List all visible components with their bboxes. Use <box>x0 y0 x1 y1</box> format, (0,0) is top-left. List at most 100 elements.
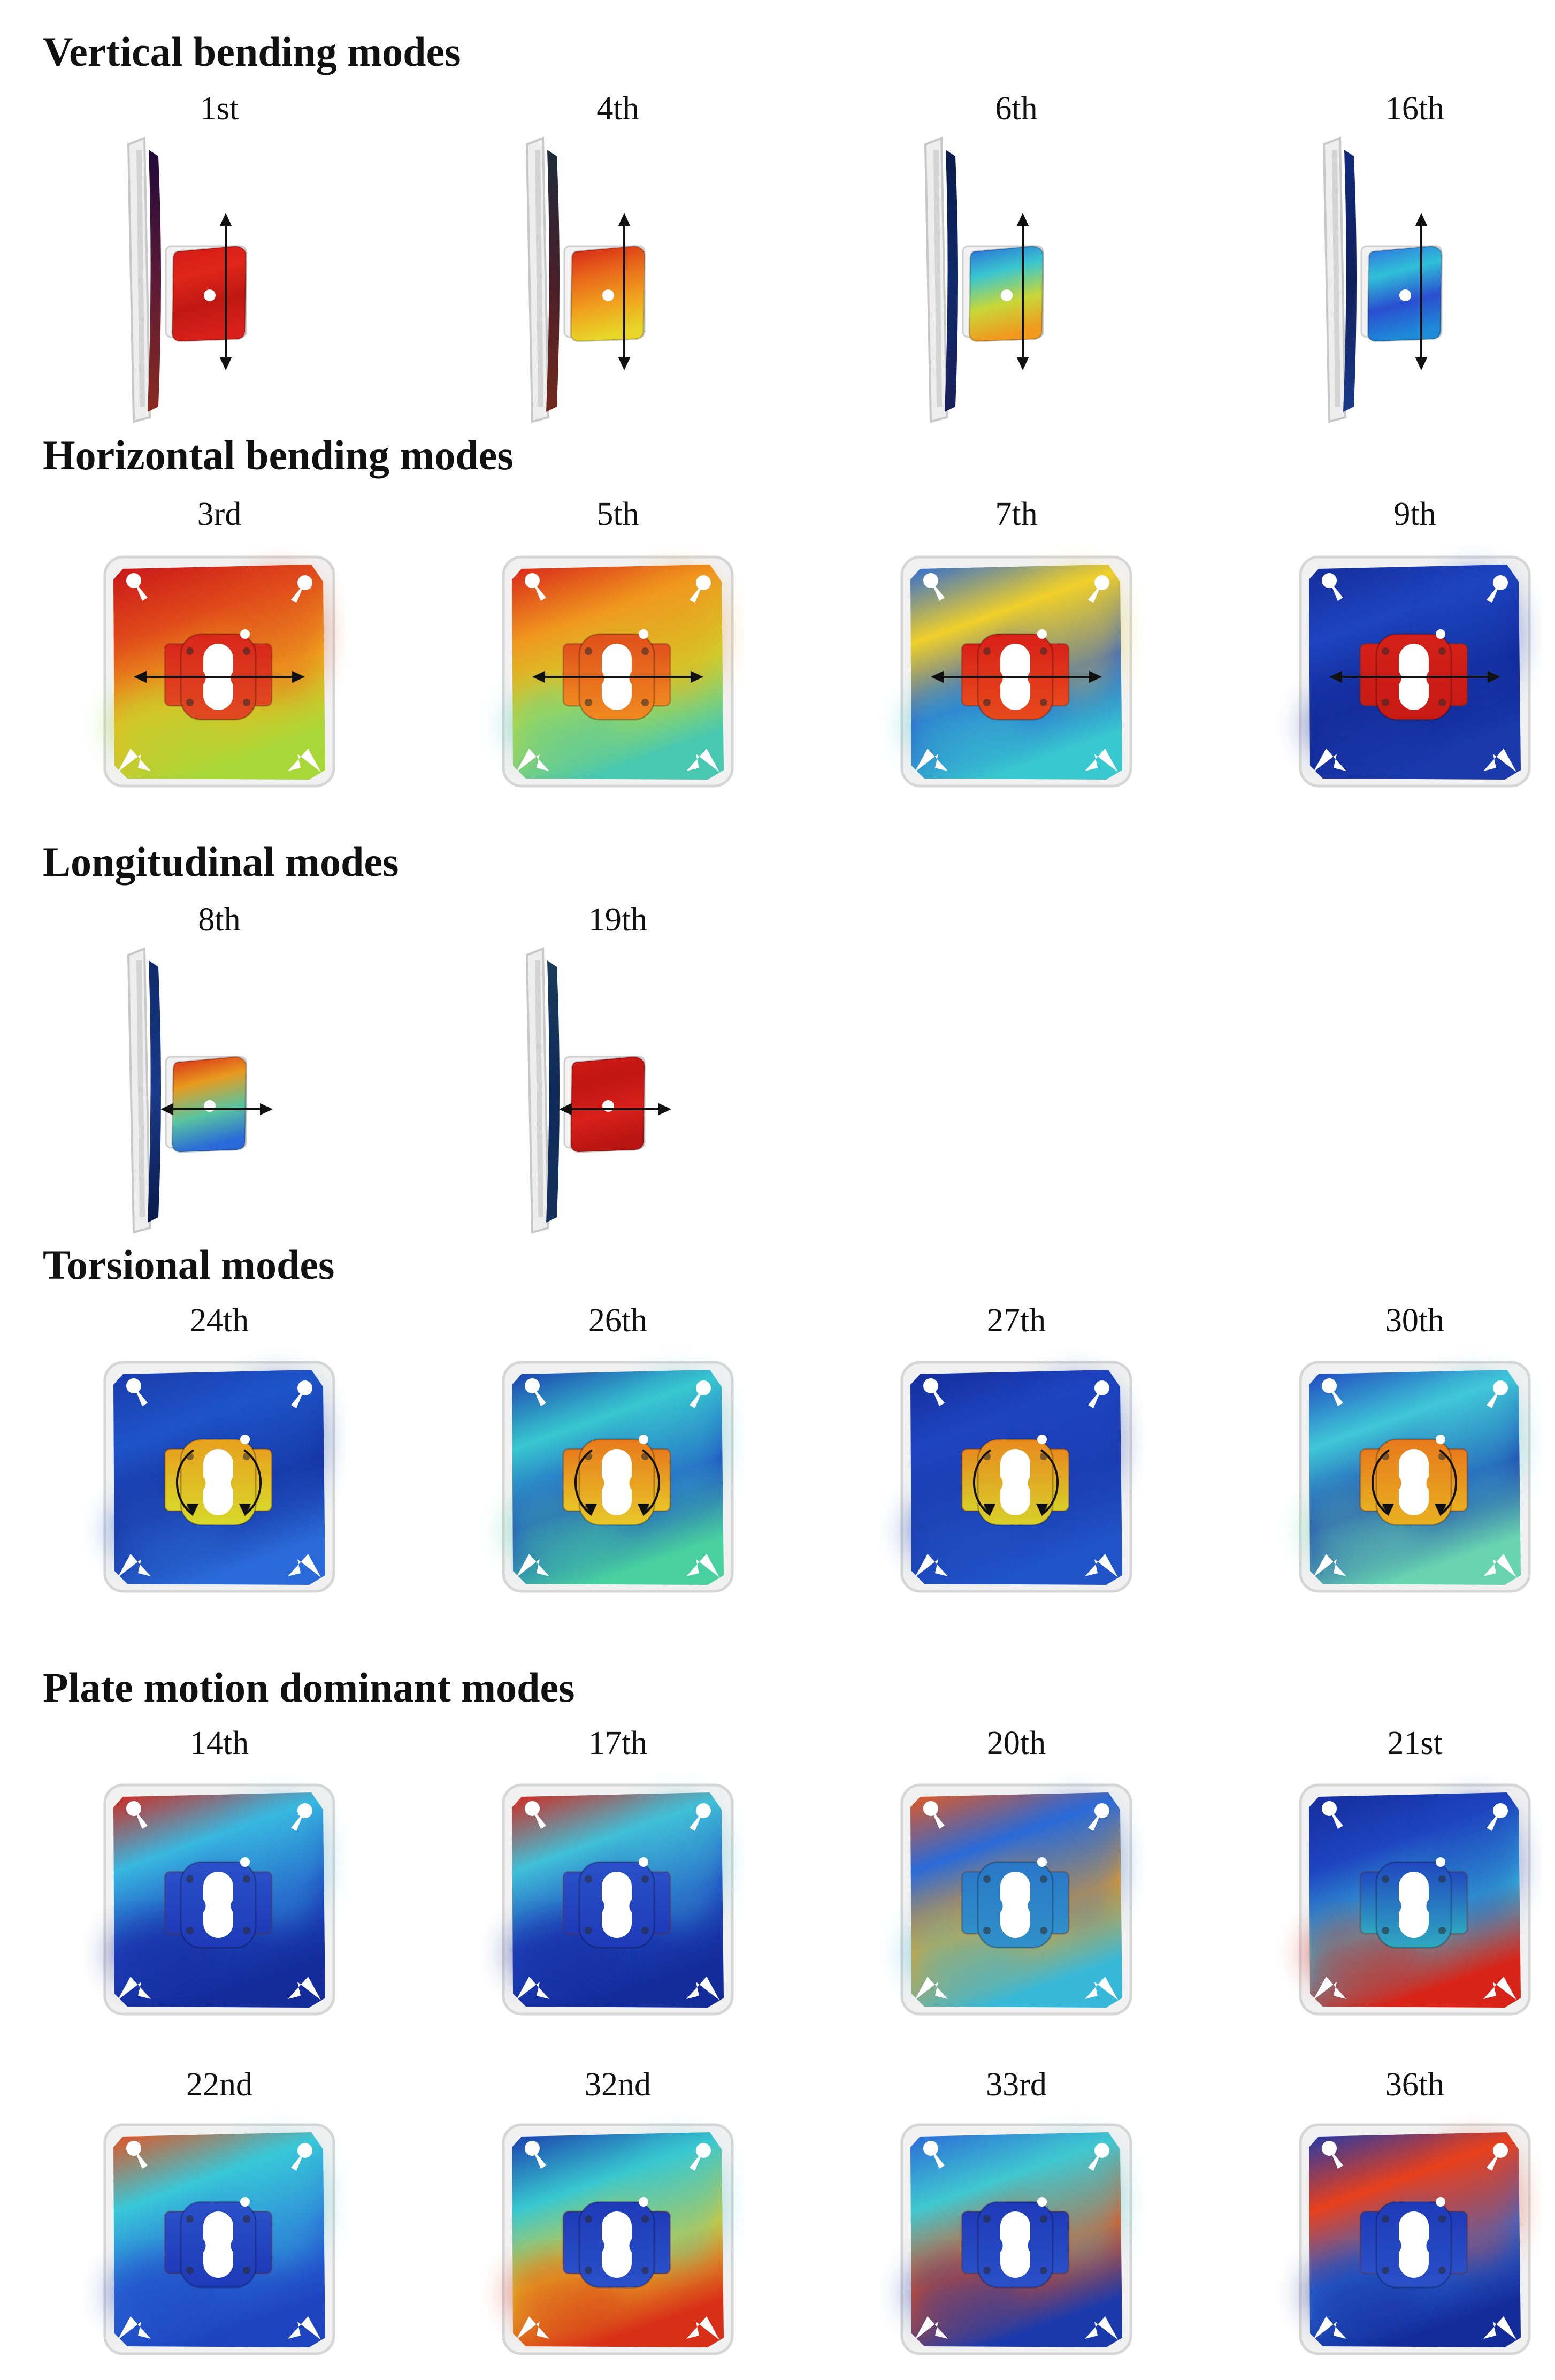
keyhole-opening <box>203 1449 233 1515</box>
mode-shape-panel <box>899 1359 1134 1595</box>
mode-shape-panel <box>856 128 1113 428</box>
bolt-hole <box>243 1927 250 1934</box>
bolt-hole <box>1438 1875 1446 1883</box>
corner-support-icon <box>686 1977 719 2000</box>
arrowhead-left-icon <box>532 670 545 683</box>
corner-support-icon <box>1085 749 1118 772</box>
arrowhead-down-icon <box>1016 357 1029 370</box>
corner-support-icon <box>288 1554 321 1577</box>
bolt-hole <box>983 2267 991 2274</box>
bolt-hole <box>1040 699 1047 706</box>
plate-edge <box>136 149 145 407</box>
sensor-dot <box>1436 2197 1445 2207</box>
mode-label: 7th <box>995 496 1038 532</box>
arrowhead-down-icon <box>219 357 232 370</box>
sensor-dot <box>639 1435 648 1444</box>
mode-shape-panel <box>1297 1782 1533 2017</box>
mode-shape-front-view <box>900 1361 1132 1593</box>
mode-shape-side-view <box>525 947 671 1234</box>
corner-clamp-icon <box>1487 1811 1500 1831</box>
rotation-arrowhead-icon <box>1382 1504 1395 1516</box>
keyhole-opening <box>602 1449 632 1515</box>
mode-label: 19th <box>588 902 648 938</box>
sensor-dot <box>1436 1435 1445 1444</box>
corner-support-icon <box>1483 2316 1516 2340</box>
mode-shape-front-view <box>103 555 335 788</box>
corner-support-icon <box>118 1554 151 1577</box>
bolt-hole <box>1040 1927 1047 1934</box>
corner-clamp-icon <box>1329 1386 1343 1406</box>
sensor-dot <box>1001 289 1013 301</box>
bolt-hole <box>1382 1875 1389 1883</box>
mode-shape-panel <box>59 128 316 428</box>
mode-label: 26th <box>588 1302 648 1339</box>
sensor-dot <box>639 629 648 639</box>
corner-support-icon <box>1313 1554 1346 1577</box>
corner-clamp-icon <box>291 1388 305 1408</box>
plate-edge <box>136 960 145 1218</box>
bolt-hole <box>1382 699 1389 706</box>
mount-block <box>164 1861 273 1949</box>
bolt-hole <box>243 699 250 706</box>
arrowhead-right-icon <box>1488 670 1500 683</box>
corner-support-icon <box>1313 749 1346 772</box>
rotation-arrow-left <box>1371 1449 1390 1515</box>
mount-block <box>1359 1861 1468 1949</box>
sensor-dot <box>639 1857 648 1867</box>
corner-support-icon <box>915 1554 948 1577</box>
corner-clamp-icon <box>532 2148 546 2169</box>
mode-shape-side-view <box>1322 136 1443 423</box>
corner-support-icon <box>1483 1554 1516 1577</box>
mode-shape-front-view <box>900 555 1132 788</box>
mode-label: 17th <box>588 1725 648 1761</box>
sensor-dot <box>1037 1435 1047 1444</box>
corner-clamp-icon <box>1329 581 1343 601</box>
mode-shape-front-view <box>900 2123 1132 2355</box>
corner-support-icon <box>1483 749 1516 772</box>
rotation-arrowhead-icon <box>1434 1504 1447 1516</box>
mount-block <box>1359 2201 1468 2289</box>
bolt-hole <box>186 647 194 655</box>
arrowhead-right-icon <box>658 1103 671 1116</box>
sensor-dot <box>1436 1857 1445 1867</box>
corner-support-icon <box>915 2316 948 2340</box>
mode-shape-panel <box>899 1782 1134 2017</box>
mount-block <box>961 2201 1070 2289</box>
corner-clamp-icon <box>931 2148 945 2169</box>
keyhole-opening <box>1399 2211 1429 2278</box>
arrowhead-down-icon <box>618 357 631 370</box>
corner-clamp-icon <box>690 1388 703 1408</box>
mount-block <box>164 2201 273 2289</box>
mount-block <box>164 633 273 721</box>
bolt-hole <box>641 647 649 655</box>
mode-shape-panel <box>102 1359 337 1595</box>
mode-shape-front-view <box>502 1361 734 1593</box>
corner-clamp-icon <box>690 583 703 603</box>
rotation-arrowhead-icon <box>1036 1504 1048 1516</box>
bolt-hole <box>641 1927 649 1934</box>
mode-label: 21st <box>1387 1725 1443 1761</box>
mode-label: 16th <box>1385 90 1445 127</box>
keyhole-opening <box>1000 1872 1030 1938</box>
mode-shape-front-view <box>502 2123 734 2355</box>
arrowhead-left-icon <box>559 1103 572 1116</box>
mode-shape-front-view <box>1299 1783 1531 2016</box>
mount-block <box>562 1861 671 1949</box>
corner-support-icon <box>915 1977 948 2000</box>
corner-clamp-icon <box>1487 1388 1500 1408</box>
bolt-hole <box>1040 647 1047 655</box>
mode-label: 36th <box>1385 2066 1445 2103</box>
rotation-arrowhead-icon <box>239 1504 251 1516</box>
bolt-hole <box>1040 2267 1047 2274</box>
bolt-hole <box>641 2267 649 2274</box>
mode-shape-panel <box>457 128 714 428</box>
mode-shape-panel <box>1297 1359 1533 1595</box>
mode-shape-panel <box>899 554 1134 789</box>
mode-label: 27th <box>986 1302 1046 1339</box>
corner-clamp-icon <box>291 583 305 603</box>
bolt-hole <box>983 2215 991 2223</box>
plate-edge <box>535 960 543 1218</box>
arrowhead-left-icon <box>160 1103 173 1116</box>
rotation-arrowhead-icon <box>637 1504 650 1516</box>
bolt-hole <box>585 2267 592 2274</box>
